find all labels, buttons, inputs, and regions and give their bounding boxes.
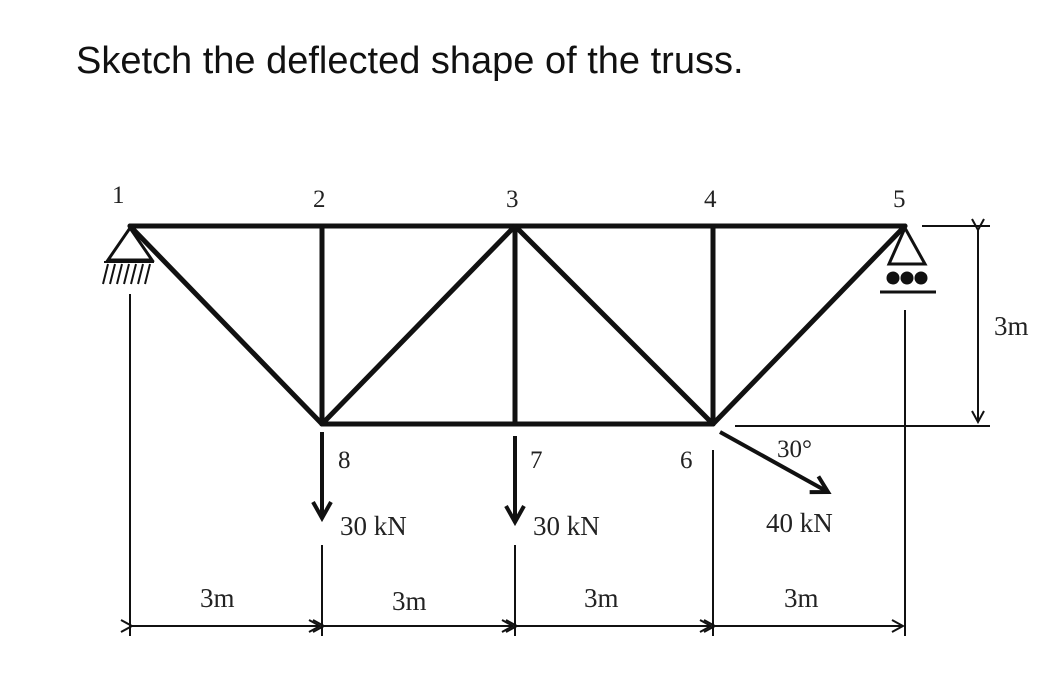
load-arrow-6: [719, 430, 832, 495]
roller-support-icon: [880, 224, 936, 294]
load-label-7: 30 kN: [533, 511, 600, 541]
node-label-4: 4: [704, 186, 717, 213]
node-label-8: 8: [338, 447, 351, 474]
question-text: Sketch the deflected shape of the truss.: [76, 40, 744, 82]
member-3-6: [512, 223, 716, 427]
truss-members: [127, 223, 908, 427]
load-label-8: 30 kN: [340, 511, 407, 541]
extension-lines: [129, 225, 990, 636]
pin-support-icon: [102, 225, 155, 285]
node-label-6: 6: [680, 447, 693, 474]
dim-label-2: 3m: [392, 586, 427, 616]
load-label-6: 40 kN: [766, 508, 833, 538]
dim-label-4: 3m: [784, 583, 819, 613]
node-label-1: 1: [112, 182, 125, 209]
node-label-2: 2: [313, 186, 326, 213]
node-label-7: 7: [530, 447, 543, 474]
node-label-5: 5: [893, 186, 906, 213]
dim-label-1: 3m: [200, 583, 235, 613]
angle-label: 30°: [777, 436, 812, 463]
member-6-5: [710, 223, 908, 427]
dim-label-vertical: 3m: [994, 311, 1029, 341]
dim-label-3: 3m: [584, 583, 619, 613]
member-1-8: [127, 223, 325, 427]
member-8-3: [319, 223, 518, 427]
node-label-3: 3: [506, 186, 519, 213]
